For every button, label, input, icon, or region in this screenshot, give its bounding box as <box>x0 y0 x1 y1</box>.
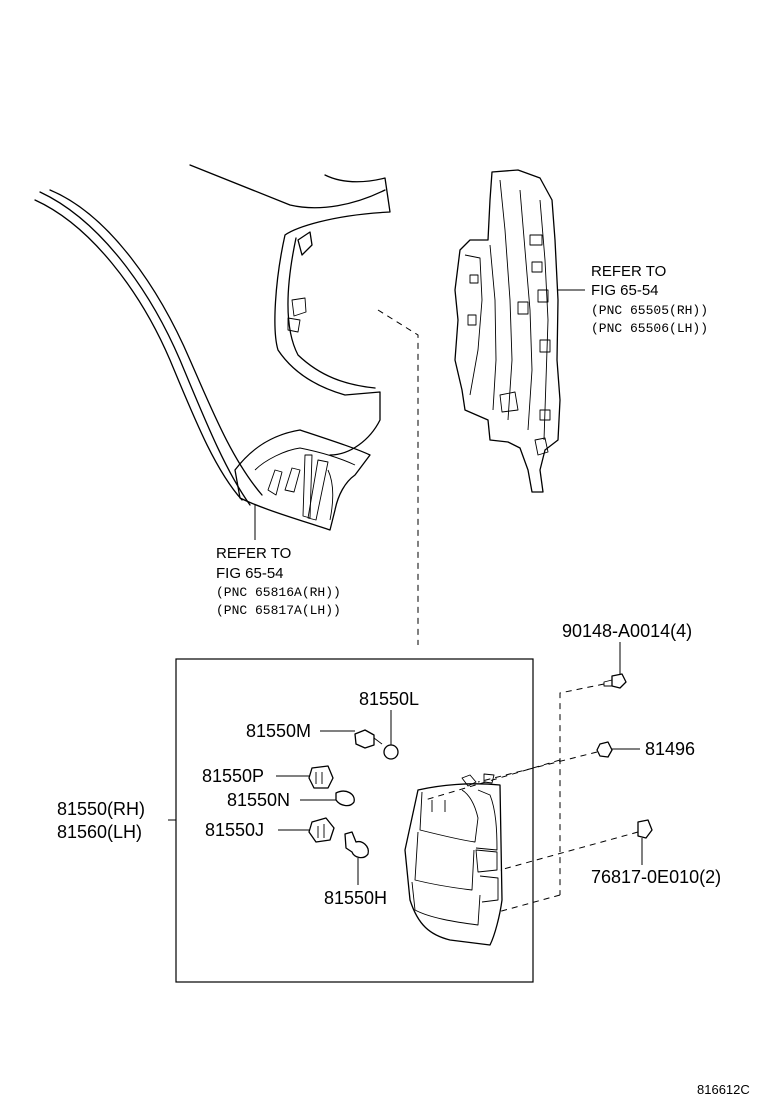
figure-id: 816612C <box>697 1082 750 1097</box>
screw-90148 <box>611 673 627 689</box>
label-76817: 76817-0E010(2) <box>591 867 721 887</box>
dash-90148 <box>559 683 605 895</box>
label-81550p: 81550P <box>202 766 264 786</box>
refer-upper-pnc-rh: (PNC 65505(RH)) <box>591 303 708 318</box>
clip-76817 <box>637 819 653 839</box>
label-90148: 90148-A0014(4) <box>562 621 692 641</box>
refer-upper-line1: REFER TO <box>591 263 666 280</box>
body-side-panel-drawing <box>34 164 391 540</box>
nut-81496 <box>596 741 613 758</box>
label-81550m: 81550M <box>246 721 311 741</box>
socket-81550p <box>308 765 334 789</box>
socket-81550j <box>308 817 335 843</box>
bulb-81550h <box>344 831 369 859</box>
label-81550j: 81550J <box>205 820 264 840</box>
label-81550h: 81550H <box>324 888 387 908</box>
label-81496: 81496 <box>645 739 695 759</box>
refer-lower-line2: FIG 65-54 <box>216 565 284 582</box>
label-81560lh: 81560(LH) <box>57 822 142 842</box>
dashed-alignment-line <box>377 309 419 645</box>
refer-lower-pnc-rh: (PNC 65816A(RH)) <box>216 585 341 600</box>
label-81550rh: 81550(RH) <box>57 799 145 819</box>
bulb-81550n <box>335 790 355 807</box>
dash-81496-b <box>424 759 561 801</box>
refer-upper-pnc-lh: (PNC 65506(LH)) <box>591 321 708 336</box>
refer-lower-line1: REFER TO <box>216 545 291 562</box>
label-81550l: 81550L <box>359 689 419 709</box>
fastener-parts <box>596 673 653 839</box>
dash-screw-lamp <box>497 894 561 913</box>
refer-lower-pnc-lh: (PNC 65817A(LH)) <box>216 603 341 618</box>
refer-upper-line2: FIG 65-54 <box>591 282 659 299</box>
dash-81496 <box>477 751 598 783</box>
dash-76817 <box>499 831 639 871</box>
bulb-81550l <box>383 744 399 760</box>
pillar-bracket-drawing <box>454 169 585 493</box>
bulb-socket-parts <box>308 729 399 859</box>
socket-81550m <box>354 729 375 749</box>
tail-lamp-drawing <box>404 773 503 946</box>
label-81550n: 81550N <box>227 790 290 810</box>
